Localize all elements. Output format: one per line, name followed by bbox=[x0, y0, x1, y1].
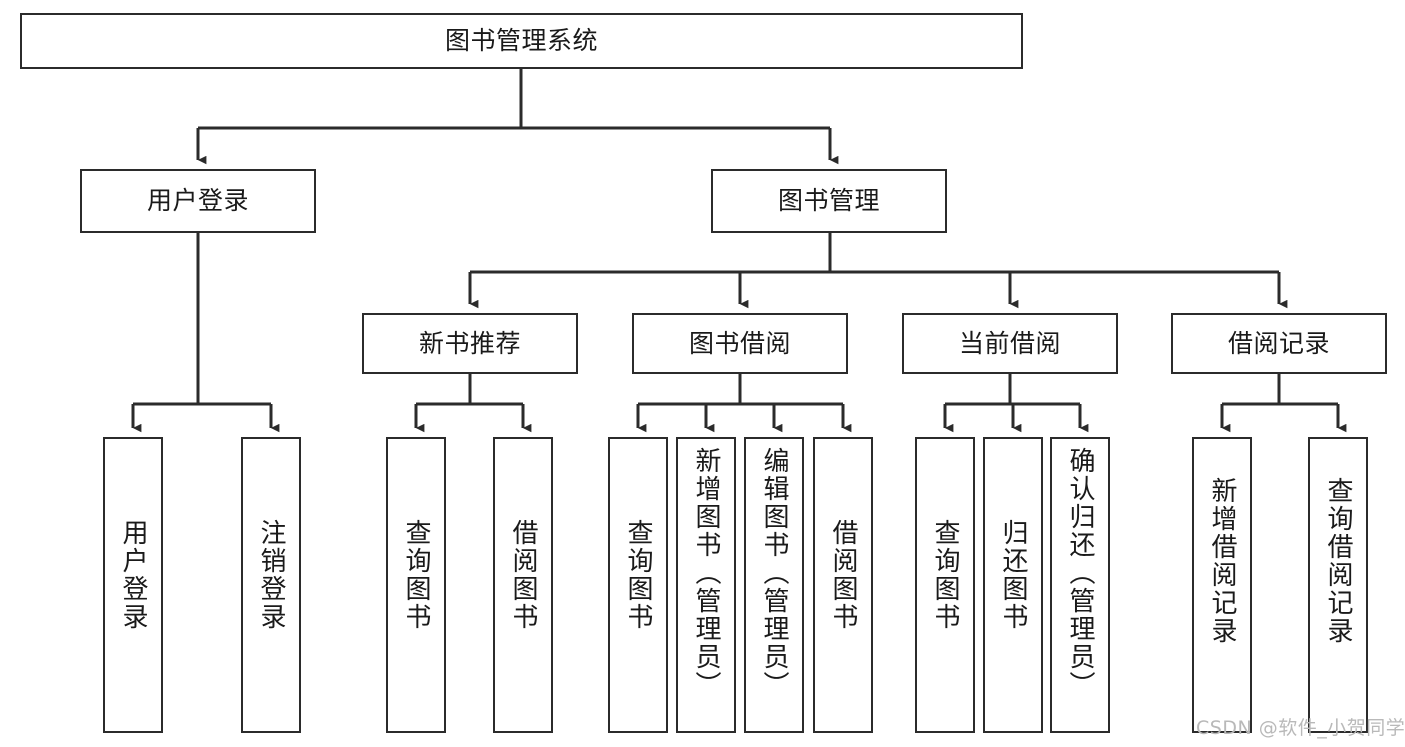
leaf-current-confirm-return-admin[interactable]: 确认归还（管理员） bbox=[1050, 437, 1110, 733]
node-label: 图书借阅 bbox=[688, 328, 791, 358]
node-new-book-recommend[interactable]: 新书推荐 bbox=[362, 313, 578, 374]
node-label: 用户登录 bbox=[118, 519, 148, 631]
node-label: 图书管理系统 bbox=[444, 26, 598, 56]
node-label: 查询图书 bbox=[623, 519, 653, 631]
leaf-recommend-query-book[interactable]: 查询图书 bbox=[386, 437, 446, 733]
node-current-borrow[interactable]: 当前借阅 bbox=[902, 313, 1118, 374]
node-label: 新增借阅记录 bbox=[1207, 477, 1237, 645]
node-label: 借阅图书 bbox=[508, 519, 538, 631]
leaf-recommend-borrow-book[interactable]: 借阅图书 bbox=[493, 437, 553, 733]
node-label: 查询图书 bbox=[401, 519, 431, 631]
leaf-current-return-book[interactable]: 归还图书 bbox=[983, 437, 1043, 733]
node-label: 编辑图书（管理员） bbox=[759, 447, 789, 699]
leaf-user-login-login[interactable]: 用户登录 bbox=[103, 437, 163, 733]
leaf-record-query-record[interactable]: 查询借阅记录 bbox=[1308, 437, 1368, 733]
node-book-borrow[interactable]: 图书借阅 bbox=[632, 313, 848, 374]
node-label: 新增图书（管理员） bbox=[691, 447, 721, 699]
leaf-current-query-book[interactable]: 查询图书 bbox=[915, 437, 975, 733]
leaf-borrow-borrow-book[interactable]: 借阅图书 bbox=[813, 437, 873, 733]
leaf-borrow-edit-book-admin[interactable]: 编辑图书（管理员） bbox=[744, 437, 804, 733]
node-label: 用户登录 bbox=[146, 186, 249, 216]
node-label: 图书管理 bbox=[777, 186, 880, 216]
node-label: 查询图书 bbox=[930, 519, 960, 631]
node-user-login[interactable]: 用户登录 bbox=[80, 169, 316, 233]
node-label: 归还图书 bbox=[998, 519, 1028, 631]
node-label: 当前借阅 bbox=[958, 328, 1061, 358]
leaf-user-login-logout[interactable]: 注销登录 bbox=[241, 437, 301, 733]
node-label: 查询借阅记录 bbox=[1323, 477, 1353, 645]
node-label: 确认归还（管理员） bbox=[1065, 447, 1095, 699]
leaf-record-add-record[interactable]: 新增借阅记录 bbox=[1192, 437, 1252, 733]
node-book-management[interactable]: 图书管理 bbox=[711, 169, 947, 233]
node-root-system[interactable]: 图书管理系统 bbox=[20, 13, 1023, 69]
node-label: 借阅记录 bbox=[1227, 328, 1330, 358]
node-borrow-record[interactable]: 借阅记录 bbox=[1171, 313, 1387, 374]
node-label: 借阅图书 bbox=[828, 519, 858, 631]
node-label: 新书推荐 bbox=[418, 328, 521, 358]
leaf-borrow-query-book[interactable]: 查询图书 bbox=[608, 437, 668, 733]
node-label: 注销登录 bbox=[256, 519, 286, 631]
leaf-borrow-add-book-admin[interactable]: 新增图书（管理员） bbox=[676, 437, 736, 733]
csdn-watermark: CSDN @软件_小贺同学 bbox=[1196, 717, 1405, 739]
